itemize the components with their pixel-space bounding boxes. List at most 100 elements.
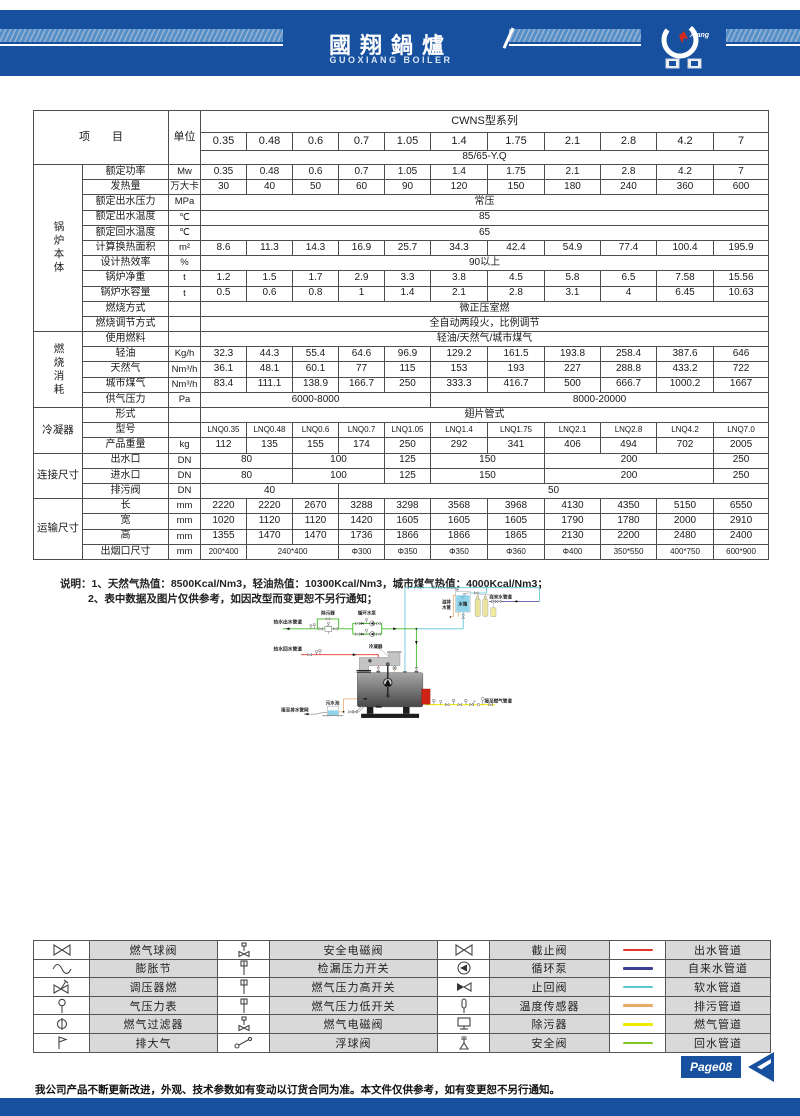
circulation-pump-icon: [437, 958, 490, 979]
spec-value-cell: Φ400: [544, 543, 601, 560]
spec-value-cell: 2670: [292, 498, 339, 515]
spec-value-cell: 1120: [246, 513, 293, 530]
spec-row-name: 宽: [82, 513, 169, 530]
spec-row-unit: 万大卡: [168, 179, 201, 196]
spec-value-cell: 5150: [656, 498, 714, 515]
spec-row-name: 长: [82, 498, 169, 515]
spec-value-cell: 600*900: [712, 543, 770, 560]
spec-value-cell: 4: [600, 285, 657, 302]
spec-row-unit: DN: [168, 467, 201, 484]
spec-row-unit: m²: [168, 239, 201, 257]
spec-value-cell: 8.6: [200, 239, 247, 257]
spec-value-cell: 193.8: [544, 346, 601, 363]
spec-value-cell: 6000-8000: [200, 391, 431, 409]
spec-row-name: 设计热效率: [82, 255, 169, 272]
spec-value-cell: 16.9: [338, 239, 385, 257]
spec-value-cell: 3298: [384, 498, 431, 515]
spec-item-header: 项 目: [33, 110, 169, 165]
legend-label: 燃气管道: [665, 1014, 771, 1034]
footer-bar: [0, 1098, 800, 1116]
spec-value-cell: 40: [200, 482, 339, 500]
spec-value-cell: 1470: [246, 528, 293, 545]
spec-value-cell: LNQ1.4: [430, 422, 488, 439]
spec-value-cell: 1020: [200, 513, 247, 530]
spec-row-unit: mm: [168, 528, 201, 545]
spec-row-unit: mm: [168, 543, 201, 560]
spec-value-cell: 350*550: [600, 543, 657, 560]
spec-value-cell: 0.7: [338, 163, 385, 181]
legend-label: 检漏压力开关: [269, 958, 438, 979]
spec-row-unit: ℃: [168, 224, 201, 241]
spec-model-cell: 2.1: [544, 132, 601, 151]
logo-flame-icon: [679, 31, 688, 43]
legend-label: 浮球阀: [269, 1032, 438, 1053]
spec-row-name: 锅炉水容量: [82, 285, 169, 302]
boiler-stand: [366, 706, 374, 714]
spec-value-cell: 11.3: [246, 239, 293, 257]
spec-value-cell: 2005: [712, 437, 770, 454]
header-stripe-left-underline: [0, 44, 283, 46]
boiler-stand: [403, 706, 410, 714]
spec-group-label: 燃烧消耗: [33, 331, 83, 408]
header-stripe-left: [0, 29, 283, 42]
spec-value-cell: Φ360: [487, 543, 545, 560]
spec-group-label: 连接尺寸: [33, 452, 83, 500]
spec-value-cell: LNQ4.2: [656, 422, 714, 439]
spec-value-cell: 1605: [430, 513, 488, 530]
label-to-gas: 接至燃气管道: [485, 698, 513, 705]
legend-row: 调压器燃燃气压力高开关止回阀软水管道: [33, 977, 771, 997]
spec-row-unit: [168, 422, 201, 439]
spec-value-cell: 80: [200, 467, 293, 484]
legend-row: 排大气浮球阀安全阀回水管道: [33, 1032, 771, 1053]
spec-value-cell: 193: [487, 361, 545, 378]
boiler-base: [361, 713, 420, 718]
legend-label: 排大气: [89, 1032, 218, 1053]
spec-value-cell: LNQ7.0: [712, 422, 770, 439]
spec-value-cell: 0.8: [292, 285, 339, 302]
spec-value-cell: 42.4: [487, 239, 545, 257]
legend-label: 安全阀: [489, 1032, 610, 1053]
spec-value-cell: 2.8: [600, 163, 657, 181]
spec-value-cell: 250: [712, 467, 770, 484]
spec-row-unit: Nm³/h: [168, 376, 201, 393]
legend-label: 软水管道: [665, 977, 771, 997]
spec-value-cell: 44.3: [246, 346, 293, 363]
spec-value-cell: 180: [544, 179, 601, 196]
legend-line-swatch: [609, 1014, 666, 1034]
spec-value-cell: 32.3: [200, 346, 247, 363]
cyan-line-swatch: [622, 985, 653, 989]
spec-row-unit: %: [168, 255, 201, 272]
spec-model-cell: 1.75: [487, 132, 545, 151]
spec-value-cell: 2.1: [430, 285, 488, 302]
legend-label: 排污管道: [665, 995, 771, 1016]
header-stripe-mid-underline: [509, 44, 641, 46]
spec-value-cell: 1866: [384, 528, 431, 545]
spec-value-cell: 135: [246, 437, 293, 454]
spec-row-name: 出水口: [82, 452, 169, 469]
spec-value-cell: 1667: [712, 376, 770, 393]
spec-row-name: 形式: [82, 406, 169, 424]
spec-row: 燃烧调节方式全自动两段火，比例调节: [34, 315, 770, 333]
legend-label: 燃气过滤器: [89, 1014, 218, 1034]
spec-value-cell: 2480: [656, 528, 714, 545]
spec-value-cell: 240*400: [246, 543, 339, 560]
boiler-body: [357, 671, 431, 718]
spec-row: 设计热效率%90以上: [34, 255, 770, 272]
spec-value-cell: LNQ2.8: [600, 422, 657, 439]
legend-label: 燃气压力低开关: [269, 995, 438, 1016]
spec-value-cell: 2220: [246, 498, 293, 515]
safety-valve-icon: [437, 1032, 490, 1053]
spec-value-cell: 258.4: [600, 346, 657, 363]
spec-value-cell: 646: [712, 346, 770, 363]
spec-value-cell: LNQ1.75: [487, 422, 545, 439]
